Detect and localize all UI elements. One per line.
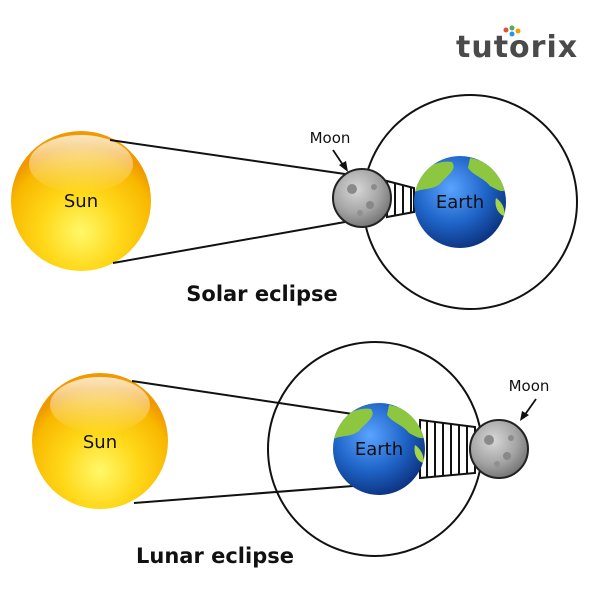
- moon-icon: [332, 168, 392, 228]
- tutorix-logo: tutorix: [456, 25, 578, 65]
- light-ray-bottom: [133, 484, 367, 504]
- logo-text: tutorix: [456, 30, 578, 65]
- solar-eclipse-panel: Sun Moon Earth Solar: [11, 94, 578, 310]
- moon-pointer-arrow-icon: [332, 149, 348, 172]
- moon-icon: [469, 419, 529, 479]
- sun-label: Sun: [83, 432, 117, 453]
- earth-label: Earth: [436, 192, 484, 213]
- earth-shadow: [419, 418, 476, 480]
- earth-icon: [414, 156, 506, 248]
- moon-label: Moon: [509, 377, 550, 395]
- lunar-eclipse-caption: Lunar eclipse: [136, 544, 294, 568]
- sun-icon: [11, 131, 151, 271]
- lunar-eclipse-panel: Sun Earth Moon Lunar: [32, 341, 550, 568]
- moon-pointer-arrow-icon: [520, 398, 537, 421]
- logo-dots-icon: [503, 25, 521, 37]
- light-ray-top: [109, 139, 346, 175]
- light-ray-top: [131, 380, 367, 417]
- earth-label: Earth: [355, 439, 403, 460]
- light-ray-bottom: [112, 221, 346, 264]
- solar-eclipse-caption: Solar eclipse: [186, 282, 337, 306]
- moon-label: Moon: [310, 129, 351, 147]
- sun-icon: [32, 373, 168, 509]
- sun-label: Sun: [64, 191, 98, 212]
- earth-icon: [333, 403, 425, 495]
